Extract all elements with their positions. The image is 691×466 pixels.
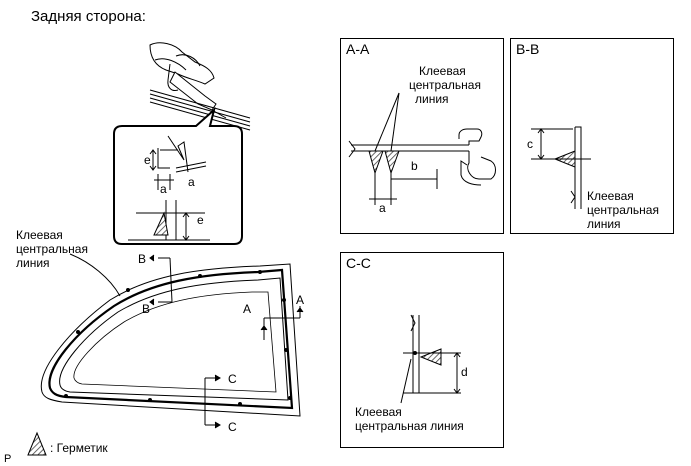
- aa-dim-b: b: [411, 159, 418, 173]
- dim-e-label-1: e: [144, 153, 151, 167]
- section-aa-panel: A-A Клеевая центральная линия b a: [340, 38, 504, 234]
- section-aa-title: A-A: [346, 41, 370, 57]
- marker-b-top: B: [138, 252, 147, 266]
- window-outline: [40, 263, 301, 417]
- bead-dots: [64, 270, 292, 406]
- section-cc-drawing: [400, 314, 461, 404]
- marker-c-bottom: C: [228, 420, 237, 434]
- dim-e-label-2: e: [197, 213, 204, 227]
- inner-glass-line: [73, 291, 277, 393]
- page-title: Задняя сторона:: [31, 8, 146, 25]
- adhesive-label-main-2: центральная: [16, 242, 88, 256]
- detail-callout-box: [113, 107, 243, 245]
- marker-a-left: A: [243, 302, 252, 316]
- adhesive-leader-line: [69, 253, 121, 297]
- marker-a-right: A: [296, 293, 305, 307]
- aa-adhesive-1: Клеевая: [419, 64, 466, 78]
- bb-dim-c: c: [527, 137, 533, 151]
- section-marker-c: [204, 374, 221, 429]
- aa-adhesive-2: центральная: [409, 78, 481, 92]
- section-marker-a: [260, 306, 304, 340]
- section-cc-panel: C-C d Клеевая центральная линия: [340, 252, 504, 448]
- section-bb-drawing: [531, 126, 591, 209]
- corner-label: P: [4, 453, 12, 465]
- bb-adhesive-2: центральная: [587, 203, 659, 217]
- detail-bead-profile: [128, 135, 210, 241]
- section-bb-title: B-B: [516, 41, 540, 57]
- sealant-legend-icon: [27, 431, 47, 456]
- dim-a-label-2: a: [188, 175, 195, 189]
- section-marker-b: [149, 254, 173, 306]
- section-aa-drawing: [348, 92, 496, 205]
- marker-c-top: C: [228, 372, 237, 386]
- dim-a-label-1: a: [160, 182, 167, 196]
- sealant-gun-hand-icon: [149, 42, 251, 131]
- section-cc-title: C-C: [346, 255, 371, 271]
- bb-adhesive-1: Клеевая: [587, 189, 634, 203]
- bb-adhesive-3: линия: [587, 217, 621, 231]
- adhesive-label-main-3: линия: [16, 256, 50, 270]
- adhesive-bead-path: [48, 268, 294, 410]
- cc-adhesive-2: центральная линия: [355, 419, 464, 433]
- adhesive-label-main-1: Клеевая: [16, 228, 63, 242]
- marker-b-bottom: B: [142, 302, 151, 316]
- aa-dim-a: a: [379, 201, 386, 215]
- sealant-legend-label: : Герметик: [50, 441, 108, 455]
- section-bb-panel: B-B c Клеевая центральная линия: [510, 38, 674, 234]
- aa-adhesive-3: линия: [415, 92, 449, 106]
- cc-adhesive-1: Клеевая: [355, 405, 402, 419]
- cc-dim-d: d: [461, 365, 468, 379]
